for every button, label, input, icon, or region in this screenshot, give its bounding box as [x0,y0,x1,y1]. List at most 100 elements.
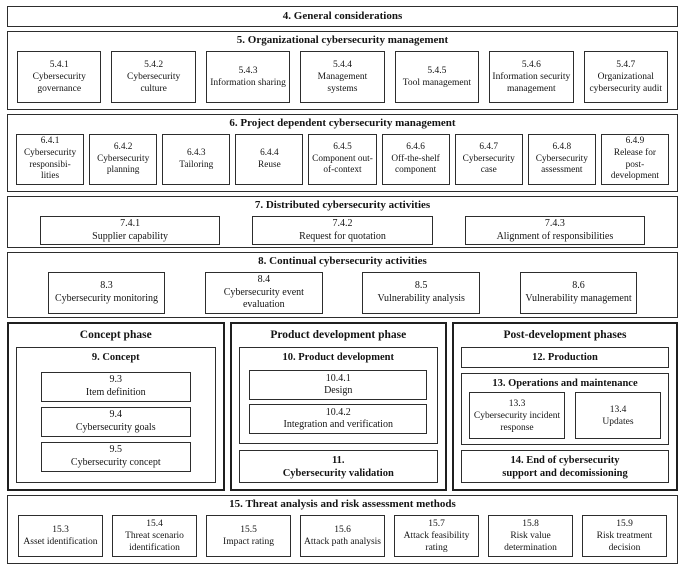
clause-5-4-3-box: 5.4.3 Information sharing [205,50,291,103]
clause-15-8-box: 15.8 Risk value determination [488,515,573,558]
clause-label: Cybersecurity governance [32,71,86,94]
clause-7-4-3-box: 7.4.3 Alignment of responsibilities [464,215,646,246]
clause-label: Asset identification [23,537,98,548]
section-general-considerations: 4. General considerations [7,6,678,27]
concept-phase-column: Concept phase 9. Concept 9.3 Item defini… [7,322,225,492]
clause-number: 13.3 [508,398,526,409]
clause-number: 5.4.7 [616,59,636,70]
clause-number: 6.4.2 [113,141,133,152]
post-development-phases-column: Post-development phases 12. Production 1… [452,322,678,492]
clause-10-4-1-box: 10.4.1 Design [249,370,428,401]
section-title: 7. Distributed cybersecurity activities [254,199,431,211]
clause-number: 11. [331,454,345,466]
group-title: 10. Product development [282,351,394,363]
clause-label: Information security management [492,71,571,94]
clause-number: 5.4.3 [238,65,258,76]
clause-15-4-box: 15.4 Threat scenario identification [112,515,197,558]
clause-label: Attack feasibility rating [403,531,470,554]
clause-number: 6.4.9 [625,135,645,146]
clause-label: Risk value determination [504,531,557,554]
section-organizational-management: 5. Organizational cybersecurity manageme… [7,31,678,110]
clause-10-4-2-box: 10.4.2 Integration and verification [249,404,428,435]
clause-label: Tailoring [179,159,214,170]
clause-label: Cybersecurity assessment [535,153,588,176]
clause-box-column: 9.3 Item definition 9.4 Cybersecurity go… [24,366,208,477]
clause-number: 5.4.6 [521,59,541,70]
operations-maintenance-group-box: 13. Operations and maintenance 13.3 Cybe… [461,372,669,446]
clause-label: Cybersecurity monitoring [54,292,158,304]
group-title: 13. Operations and maintenance [492,377,638,389]
clause-box-row: 8.3 Cybersecurity monitoring 8.4 Cyberse… [8,271,677,317]
clause-number: 6.4.6 [406,141,425,152]
clause-number: 8.6 [572,280,585,292]
clause-number: 15.4 [146,519,163,530]
clause-9-5-box: 9.5 Cybersecurity concept [40,442,191,473]
clause-8-5-box: 8.5 Vulnerability analysis [362,271,481,315]
clause-number: 15.5 [240,525,257,536]
clause-number: 6.4.7 [479,141,498,152]
clause-13-3-box: 13.3 Cybersecurity incident response [469,392,565,440]
clause-label: Request for quotation [299,230,386,242]
clause-label: Threat scenario identification [125,531,184,554]
clause-5-4-4-box: 5.4.4 Management systems [300,50,385,103]
clause-label: Design [324,385,353,397]
clause-7-4-2-box: 7.4.2 Request for quotation [252,215,433,246]
clause-label: Management systems [317,71,368,94]
clause-number: 10.4.2 [325,406,351,418]
clause-number: 5.4.1 [49,59,69,70]
clause-6-4-3-box: 6.4.3 Tailoring [162,133,231,186]
section-title: 6. Project dependent cybersecurity manag… [229,117,456,129]
section-title: 15. Threat analysis and risk assessment … [229,498,456,511]
clause-15-6-box: 15.6 Attack path analysis [300,515,385,558]
clause-9-4-box: 9.4 Cybersecurity goals [40,406,191,437]
clause-number: 15.9 [616,519,633,530]
clause-label: Release for post-development [610,147,659,182]
clause-6-4-7-box: 6.4.7 Cybersecurity case [454,133,523,186]
clause-number: 9.4 [109,409,123,421]
section-distributed-activities: 7. Distributed cybersecurity activities … [7,196,678,248]
clause-number: 8.3 [100,280,113,292]
section-title: 5. Organizational cybersecurity manageme… [236,34,449,46]
clause-box-row: 5.4.1 Cybersecurity governance 5.4.2 Cyb… [8,50,677,109]
section-project-dependent-management: 6. Project dependent cybersecurity manag… [7,114,678,192]
clause-label: Cybersecurity case [462,153,515,176]
clause-number: 7.4.3 [544,217,565,229]
clause-label: Cybersecurity event evaluation [223,286,304,311]
section-title: 8. Continual cybersecurity activities [258,255,427,267]
clause-number: 15.3 [52,525,69,536]
clause-number: 6.4.4 [260,147,279,158]
clause-label: Risk treatment decision [596,531,653,554]
clause-6-4-1-box: 6.4.1 Cybersecurity responsibi- lities [16,133,85,186]
clause-13-4-box: 13.4 Updates [575,392,661,440]
clause-number: 10.4.1 [325,372,351,384]
clause-number: 9.5 [109,444,123,456]
clause-box-row: 15.3 Asset identification 15.4 Threat sc… [8,514,677,563]
clause-number: 5.4.4 [332,59,352,70]
clause-5-4-7-box: 5.4.7 Organizational cybersecurity audit [583,50,668,103]
clause-box-row: 6.4.1 Cybersecurity responsibi- lities 6… [8,133,677,191]
clause-label: Information sharing [210,77,286,88]
section-continual-activities: 8. Continual cybersecurity activities 8.… [7,252,678,318]
clause-number: 15.8 [522,519,539,530]
clause-label: Updates [602,416,634,427]
clause-label: Tool management [402,77,471,88]
clause-label: Cybersecurity concept [70,457,161,469]
clause-number: 7.4.2 [332,217,353,229]
concept-group-box: 9. Concept 9.3 Item definition 9.4 Cyber… [16,346,216,484]
clause-number: 15.6 [334,525,351,536]
clause-6-4-5-box: 6.4.5 Component out-of-context [308,133,377,186]
clause-15-9-box: 15.9 Risk treatment decision [582,515,667,558]
clause-label: Vulnerability analysis [377,292,465,304]
clause-label: Integration and verification [283,419,393,431]
clause-6-4-4-box: 6.4.4 Reuse [235,133,304,186]
clause-11-validation-box: 11. Cybersecurity validation [238,450,438,484]
clause-number: 13.4 [609,404,627,415]
group-title: 9. Concept [91,351,140,363]
clause-15-7-box: 15.7 Attack feasibility rating [394,515,479,558]
clause-15-5-box: 15.5 Impact rating [206,515,291,558]
phase-header: Product development phase [270,329,407,341]
clause-label: Cybersecurity responsibi- lities [23,147,77,182]
clause-label: Reuse [258,159,281,170]
product-development-phase-column: Product development phase 10. Product de… [229,322,447,492]
clause-number: 8.5 [414,280,428,292]
